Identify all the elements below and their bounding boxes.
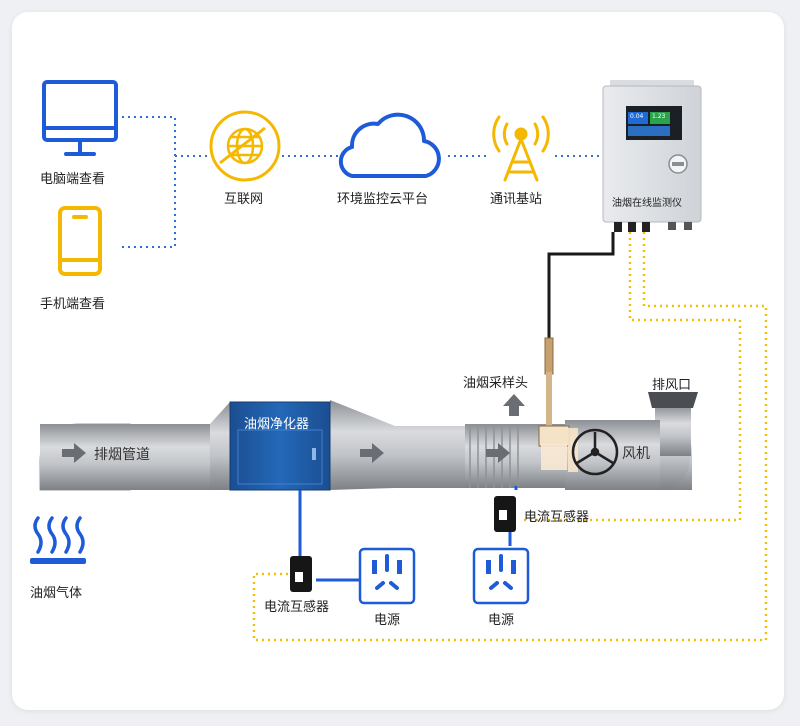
power-1-label: 电源 — [374, 613, 401, 628]
flow-arrows — [62, 394, 525, 463]
fan-label: 风机 — [622, 446, 650, 462]
signal-lines — [252, 232, 768, 642]
signal-line-fan-sensor — [522, 232, 742, 522]
internet-label: 互联网 — [224, 192, 264, 207]
oil-smoke-monitor-device — [602, 80, 702, 232]
purifier-label: 油烟净化器 — [244, 417, 310, 432]
monitor-value-2: 1.23 — [652, 113, 666, 120]
base-station-label: 通讯基站 — [490, 192, 543, 207]
power-socket-icon — [358, 547, 416, 605]
flow-arrow — [360, 443, 384, 463]
power-wires — [298, 486, 518, 582]
phone-icon — [58, 206, 102, 276]
oil-smoke-purifier — [210, 401, 331, 491]
current-clamp-icon — [290, 556, 312, 592]
current-sensor-1-label: 电流互感器 — [264, 600, 330, 615]
monitor-label: 油烟在线监测仪 — [612, 198, 682, 209]
probe-cable — [547, 232, 615, 340]
flow-arrow — [486, 443, 510, 463]
current-clamp-icon — [494, 496, 516, 532]
power-socket-icon — [472, 547, 530, 605]
monitor-icon — [42, 80, 118, 156]
pc-view-label: 电脑端查看 — [40, 172, 106, 187]
globe-icon — [209, 110, 281, 182]
cloud-platform-label: 环境监控云平台 — [337, 192, 429, 207]
exhaust-outlet-label: 排风口 — [652, 378, 692, 393]
signal-line-purifier-sensor — [252, 232, 768, 642]
fan-icon — [571, 428, 619, 476]
devices-bracket-line — [122, 116, 176, 248]
network-links — [122, 116, 603, 248]
cloud-icon — [338, 112, 441, 178]
power-2-label: 电源 — [488, 613, 515, 628]
exhaust-duct — [39, 392, 698, 491]
antenna-tower-icon — [492, 115, 550, 182]
current-sensor-2-label: 电流互感器 — [524, 510, 590, 525]
flow-arrow-up — [503, 394, 525, 416]
mobile-view-label: 手机端查看 — [40, 297, 106, 312]
oil-gas-label: 油烟气体 — [30, 586, 83, 601]
heat-wave-icon — [30, 516, 86, 564]
exhaust-duct-label: 排烟管道 — [94, 447, 150, 463]
flow-arrow — [62, 443, 86, 463]
monitor-value-1: 0.04 — [630, 113, 644, 120]
sampling-head-label: 油烟采样头 — [463, 376, 529, 391]
exhaust-outlet-cap — [648, 392, 698, 408]
